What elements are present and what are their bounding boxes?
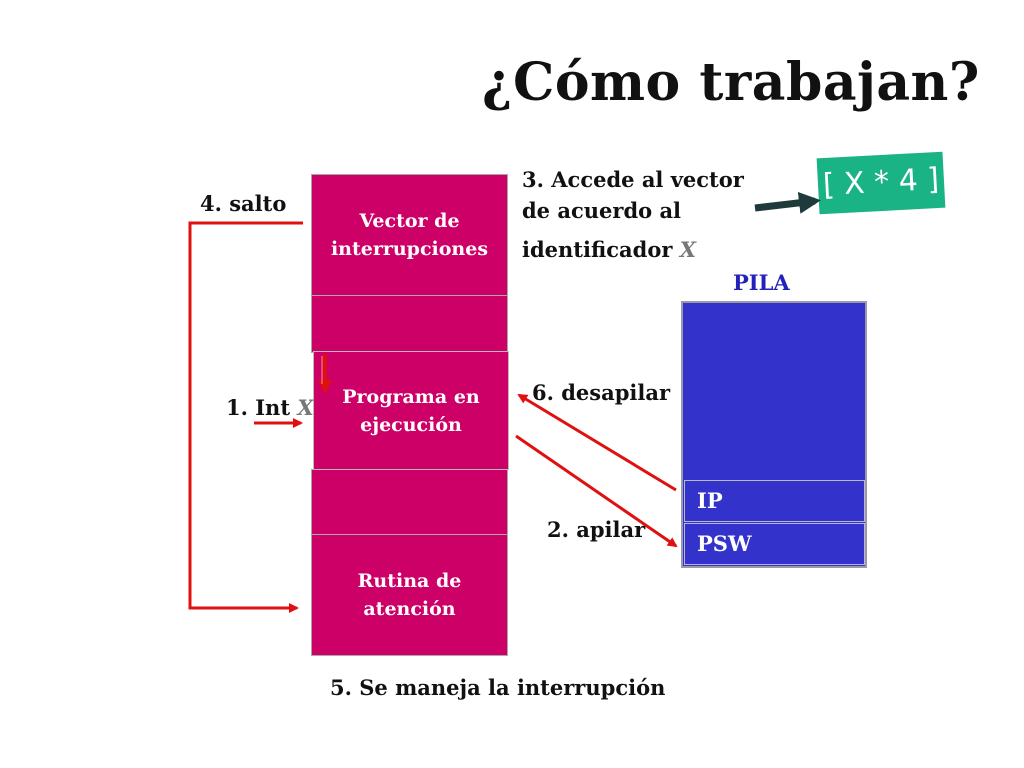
segment-empty-upper [311, 295, 508, 353]
step-push-label: 2. apilar [547, 517, 646, 542]
step-handle-label: 5. Se maneja la interrupción [330, 675, 666, 700]
stack-cell-psw: PSW [684, 523, 865, 565]
step-access-text: identificador [522, 237, 680, 262]
segment-service-routine-line1: Rutina de [357, 570, 462, 592]
step-access-line3: identificador X [522, 237, 696, 262]
step-int-text: 1. Int [226, 395, 298, 420]
step-pop-label: 6. desapilar [532, 380, 671, 405]
stack-title: PILA [733, 270, 790, 295]
step-int-var: X [297, 395, 314, 420]
push-arrow [515, 434, 678, 548]
segment-interrupt-vector: Vector de interrupciones [311, 174, 508, 296]
segment-running-program-line2: ejecución [360, 413, 462, 436]
segment-interrupt-vector-line2: interrupciones [330, 238, 489, 260]
segment-running-program: Programa en ejecución [313, 351, 509, 470]
jump-arrow [188, 221, 303, 613]
step-jump-label: 4. salto [200, 191, 287, 216]
stack-cell-ip: IP [684, 480, 865, 522]
page-title: ¿Cómo trabajan? [482, 52, 980, 113]
segment-service-routine: Rutina de atención [311, 534, 508, 656]
step-access-line1: 3. Accede al vector [522, 167, 744, 192]
segment-interrupt-vector-line1: Vector de [359, 210, 460, 232]
step-int-label: 1. Int X [226, 395, 314, 420]
pop-arrow [517, 393, 677, 492]
step-access-var: X [679, 237, 696, 262]
step-access-line2: de acuerdo al [522, 198, 682, 223]
execution-down-icon [318, 354, 332, 394]
formula-pointer-arrow [754, 191, 821, 214]
segment-service-routine-line2: atención [363, 598, 456, 620]
segment-running-program-line1: Programa en [342, 385, 480, 408]
